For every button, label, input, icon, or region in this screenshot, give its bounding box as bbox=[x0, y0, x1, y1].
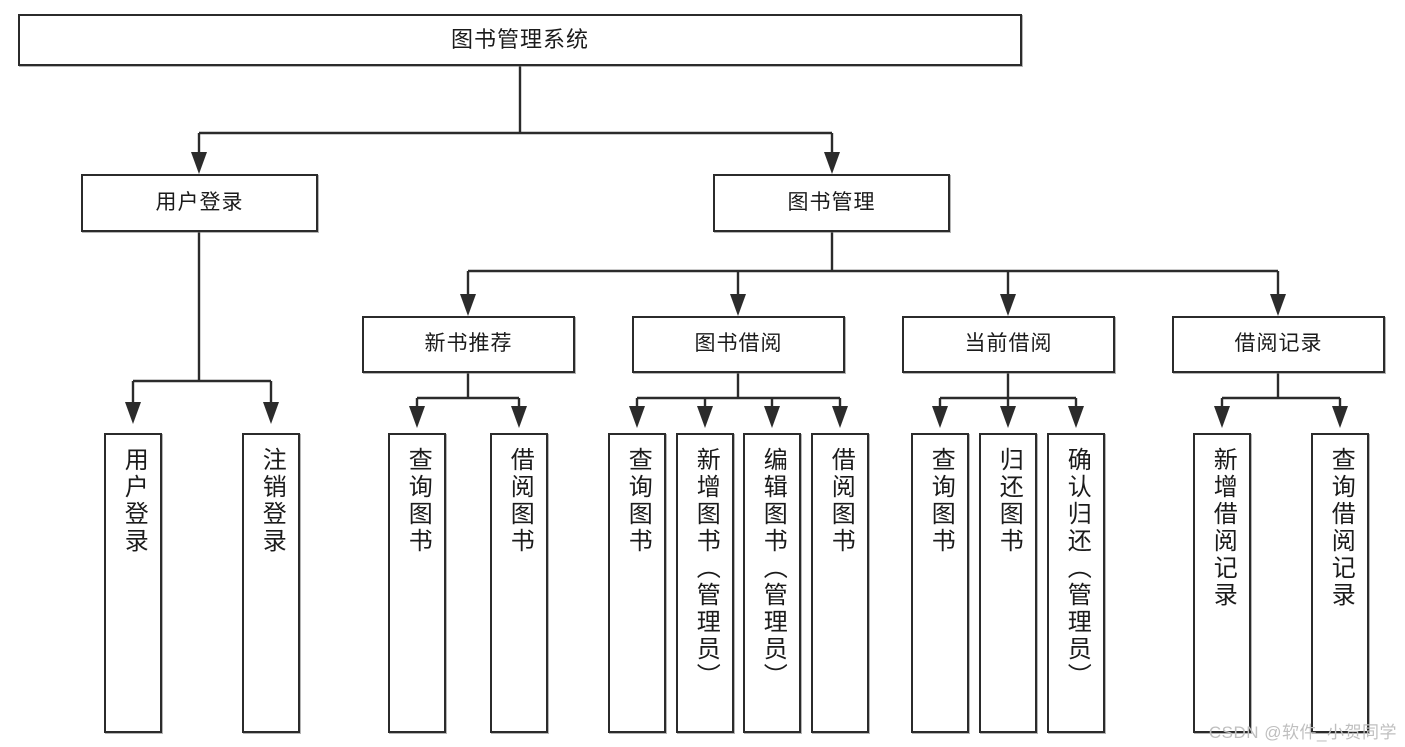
node-label: 图书管理系统 bbox=[450, 27, 589, 53]
arrowhead-leaf-user-login bbox=[125, 402, 141, 424]
node-label: 借阅记录 bbox=[1234, 332, 1323, 356]
leaf-book-borrow-borrow-book[interactable]: 借阅图书 bbox=[811, 433, 869, 733]
node-current-borrow[interactable]: 当前借阅 bbox=[902, 316, 1115, 373]
arrowhead-new-book bbox=[460, 294, 476, 316]
arrowhead-user-login bbox=[191, 152, 207, 174]
arrowhead-borrow-record bbox=[1270, 294, 1286, 316]
leaf-current-borrow-return-book[interactable]: 归还图书 bbox=[979, 433, 1037, 733]
node-label: 注销登录 bbox=[258, 447, 286, 555]
node-label: 图书管理 bbox=[787, 190, 876, 214]
arrowhead-current-borrow bbox=[1000, 294, 1016, 316]
node-label: 确认归还（管理员） bbox=[1063, 447, 1091, 690]
node-book-management[interactable]: 图书管理 bbox=[713, 174, 950, 232]
node-label: 编辑图书（管理员） bbox=[759, 447, 787, 690]
node-new-book-recommend[interactable]: 新书推荐 bbox=[362, 316, 575, 373]
leaf-borrow-record-query-record[interactable]: 查询借阅记录 bbox=[1311, 433, 1369, 733]
leaf-book-borrow-add-book-admin[interactable]: 新增图书（管理员） bbox=[676, 433, 734, 733]
node-label: 当前借阅 bbox=[964, 332, 1053, 356]
node-label: 新增图书（管理员） bbox=[692, 447, 720, 690]
arrowhead-cb-leaf-1 bbox=[932, 406, 948, 428]
leaf-current-borrow-query-book[interactable]: 查询图书 bbox=[911, 433, 969, 733]
leaf-current-borrow-confirm-return-admin[interactable]: 确认归还（管理员） bbox=[1047, 433, 1105, 733]
node-label: 借阅图书 bbox=[827, 447, 855, 555]
arrowhead-br-leaf-1 bbox=[1214, 406, 1230, 428]
leaf-borrow-record-add-record[interactable]: 新增借阅记录 bbox=[1193, 433, 1251, 733]
arrowhead-cb-leaf-3 bbox=[1068, 406, 1084, 428]
node-borrow-record[interactable]: 借阅记录 bbox=[1172, 316, 1385, 373]
node-user-login[interactable]: 用户登录 bbox=[81, 174, 318, 232]
watermark: CSDN @软件_小贺同学 bbox=[1208, 723, 1397, 742]
node-label: 图书借阅 bbox=[694, 332, 783, 356]
node-label: 新增借阅记录 bbox=[1209, 447, 1237, 609]
arrowhead-nb-leaf-1 bbox=[409, 406, 425, 428]
node-label: 用户登录 bbox=[155, 190, 244, 214]
leaf-book-borrow-query-book[interactable]: 查询图书 bbox=[608, 433, 666, 733]
node-label: 用户登录 bbox=[120, 447, 148, 555]
arrowhead-book-manage bbox=[824, 152, 840, 174]
arrowhead-bb-leaf-3 bbox=[764, 406, 780, 428]
node-label: 新书推荐 bbox=[424, 332, 513, 356]
node-root-book-management-system[interactable]: 图书管理系统 bbox=[18, 14, 1022, 66]
leaf-new-book-query-book[interactable]: 查询图书 bbox=[388, 433, 446, 733]
node-book-borrow[interactable]: 图书借阅 bbox=[632, 316, 845, 373]
arrowhead-cb-leaf-2 bbox=[1000, 406, 1016, 428]
arrowhead-br-leaf-2 bbox=[1332, 406, 1348, 428]
arrowhead-nb-leaf-2 bbox=[511, 406, 527, 428]
arrowhead-leaf-logout bbox=[263, 402, 279, 424]
arrowhead-bb-leaf-4 bbox=[832, 406, 848, 428]
arrowhead-book-borrow bbox=[730, 294, 746, 316]
node-label: 查询借阅记录 bbox=[1327, 447, 1355, 609]
leaf-book-borrow-edit-book-admin[interactable]: 编辑图书（管理员） bbox=[743, 433, 801, 733]
leaf-user-login-logout[interactable]: 注销登录 bbox=[242, 433, 300, 733]
leaf-user-login-login[interactable]: 用户登录 bbox=[104, 433, 162, 733]
node-label: 归还图书 bbox=[995, 447, 1023, 555]
node-label: 查询图书 bbox=[927, 447, 955, 555]
arrowhead-bb-leaf-1 bbox=[629, 406, 645, 428]
node-label: 借阅图书 bbox=[506, 447, 534, 555]
node-label: 查询图书 bbox=[624, 447, 652, 555]
arrowhead-bb-leaf-2 bbox=[697, 406, 713, 428]
node-label: 查询图书 bbox=[404, 447, 432, 555]
leaf-new-book-borrow-book[interactable]: 借阅图书 bbox=[490, 433, 548, 733]
